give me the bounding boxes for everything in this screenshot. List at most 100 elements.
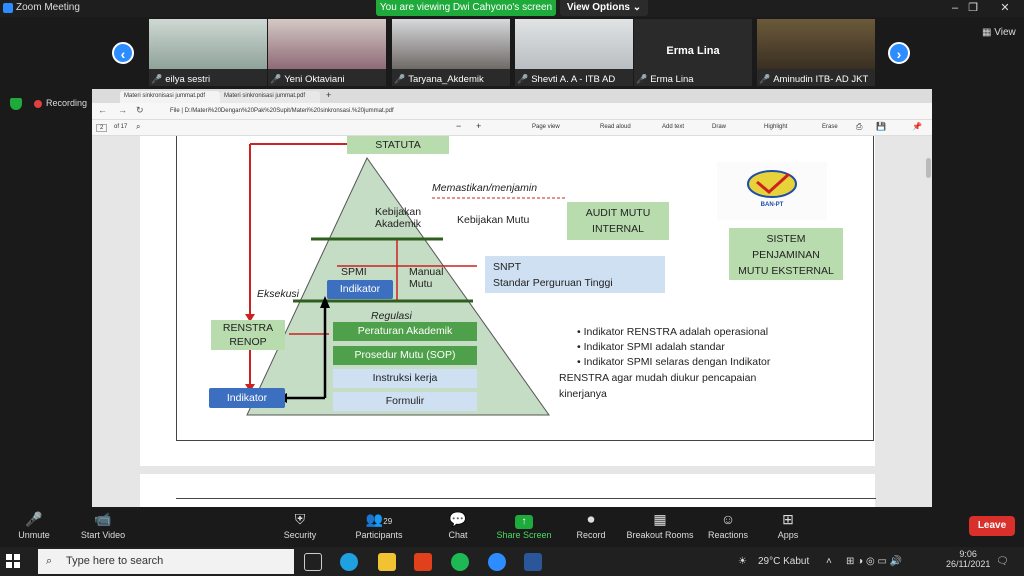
page-number-input[interactable]: 2	[96, 124, 108, 132]
participant-tile[interactable]: 🎤Taryana_Akdemik	[392, 19, 510, 86]
page-view-button[interactable]: Page view	[532, 124, 560, 130]
recording-indicator[interactable]: Recording	[34, 98, 87, 108]
draw-button[interactable]: Draw	[712, 124, 727, 130]
kebijakan-mutu-label: Kebijakan Mutu	[457, 214, 530, 226]
erase-button[interactable]: Erase	[822, 124, 838, 130]
edge-icon[interactable]	[340, 553, 358, 571]
unmute-button[interactable]: 🎤 Unmute	[3, 511, 65, 540]
browser-tab[interactable]: Materi sinkronisasi jummat.pdf	[120, 91, 220, 103]
back-icon[interactable]: ←	[98, 105, 107, 115]
url-field[interactable]: File | D:/Materi%20Dengan%20Pak%20Supit/…	[170, 108, 394, 114]
view-button[interactable]: ▦ View	[982, 27, 1016, 38]
zoom-out-icon[interactable]: −	[456, 121, 462, 131]
share-screen-icon: ↑	[493, 511, 555, 529]
tray-icons[interactable]: ⊞ ◑ ◎ ▭ 🔊	[846, 556, 903, 567]
participant-tile[interactable]: 🎤Yeni Oktaviani	[268, 19, 386, 86]
view-options-label: View Options	[566, 2, 630, 13]
file-label: File	[170, 108, 180, 114]
audit-mutu-box: AUDIT MUTU INTERNAL	[567, 202, 669, 240]
pin-icon[interactable]: 📌	[912, 122, 922, 131]
sistem-penjaminan-box: SISTEM PENJAMINAN MUTU EKSTERNAL	[729, 228, 843, 280]
peraturan-akademik-box: Peraturan Akademik	[333, 322, 477, 341]
new-tab-icon[interactable]: +	[326, 90, 332, 100]
browser-tab[interactable]: Materi sinkronisasi jummat.pdf	[220, 91, 320, 103]
renstra-renop-box: RENSTRA RENOP	[211, 320, 285, 350]
close-icon[interactable]: ✕	[1000, 2, 1010, 14]
snpt-title: SNPT	[493, 261, 522, 273]
participant-tile[interactable]: 🎤Shevti A. A - ITB AD	[515, 19, 633, 86]
pdf-scrollbar[interactable]	[925, 136, 932, 506]
view-options-button[interactable]: View Options ⌄	[560, 0, 648, 16]
search-icon[interactable]: ⌕	[136, 122, 141, 131]
spotify-icon[interactable]	[451, 553, 469, 571]
office-icon[interactable]	[414, 553, 432, 571]
scrollbar-thumb[interactable]	[926, 158, 931, 178]
print-icon[interactable]: ⎙	[856, 122, 863, 131]
record-dot-icon	[34, 99, 42, 108]
weather-text[interactable]: 29°C Kabut	[758, 556, 810, 567]
pdf-page: STATUTA Memastikan/menjamin Kebijakan Ak…	[140, 136, 875, 466]
file-explorer-icon[interactable]	[378, 553, 396, 571]
task-view-icon[interactable]	[304, 553, 322, 571]
restore-icon[interactable]: ❐	[968, 2, 978, 14]
windows-start-icon[interactable]	[6, 554, 20, 568]
minimize-icon[interactable]: –	[951, 2, 959, 14]
chat-button[interactable]: 💬Chat	[427, 511, 489, 540]
participant-video	[392, 19, 510, 69]
participant-name: Taryana_Akdemik	[408, 74, 484, 85]
participant-tile[interactable]: 🎤eilya sestri	[149, 19, 267, 86]
taskbar-time: 9:06	[959, 549, 977, 559]
muted-mic-icon: 🎤	[25, 511, 43, 527]
record-button[interactable]: ⏺Record	[560, 511, 622, 540]
add-text-button[interactable]: Add text	[662, 124, 685, 130]
zoom-in-icon[interactable]: +	[476, 121, 482, 131]
bullet-item: • Indikator SPMI adalah standar	[577, 341, 725, 353]
memastikan-label: Memastikan/menjamin	[432, 182, 538, 194]
pdf-toolbar: 2 of 17 ⌕ − + Page view Read aloud Add t…	[92, 120, 932, 136]
spmi-label: SPMI	[341, 266, 367, 278]
forward-icon[interactable]: →	[118, 105, 127, 115]
read-aloud-button[interactable]: Read aloud	[600, 124, 631, 130]
unmute-label: Unmute	[18, 530, 50, 540]
refresh-icon[interactable]: ↻	[136, 105, 144, 115]
page-count: of 17	[114, 124, 128, 130]
zoom-taskbar-icon[interactable]	[488, 553, 506, 571]
start-video-button[interactable]: 📹Start Video	[72, 511, 134, 540]
participant-name: Yeni Oktaviani	[284, 74, 345, 85]
gallery-next-button[interactable]: ›	[888, 42, 910, 64]
reactions-button[interactable]: ☺Reactions	[697, 511, 759, 540]
banpt-logo: BAN-PT	[717, 162, 827, 220]
bullet-continuation: RENSTRA agar mudah diukur pencapaian	[559, 372, 757, 384]
participant-tile[interactable]: 🎤Aminudin ITB- AD JKT	[757, 19, 875, 86]
participant-video	[149, 19, 267, 69]
save-icon[interactable]: 💾	[876, 122, 886, 131]
highlight-button[interactable]: Highlight	[764, 124, 788, 130]
regulasi-label: Regulasi	[371, 310, 412, 322]
windows-taskbar: ⌕Type here to search ☀ 29°C Kabut ˄ ⊞ ◑ …	[0, 547, 1024, 576]
apps-icon: ⊞	[782, 511, 794, 527]
eksekusi-label: Eksekusi	[257, 288, 300, 300]
leave-button[interactable]: Leave	[969, 516, 1015, 536]
gallery-prev-button[interactable]: ‹	[112, 42, 134, 64]
participant-video	[268, 19, 386, 69]
participant-tile[interactable]: Erma Lina 🎤Erma Lina	[634, 19, 752, 86]
url-text: D:/Materi%20Dengan%20Pak%20Supit/Materi%…	[184, 108, 394, 114]
taskbar-search-input[interactable]: ⌕Type here to search	[38, 549, 294, 574]
apps-button[interactable]: ⊞Apps	[757, 511, 819, 540]
video-off-icon: 📹	[94, 511, 112, 527]
shield-icon: ⛨	[294, 511, 306, 527]
notification-icon[interactable]: 🗨	[996, 556, 1009, 567]
security-button[interactable]: ⛨Security	[269, 511, 331, 540]
viewing-banner: You are viewing Dwi Cahyono's screen	[376, 0, 556, 16]
chevron-up-icon[interactable]: ˄	[826, 556, 832, 567]
breakout-rooms-button[interactable]: ▦Breakout Rooms	[626, 511, 694, 540]
participant-name: Erma Lina	[650, 74, 694, 85]
participants-label: Participants	[355, 530, 403, 540]
word-icon[interactable]	[524, 553, 542, 571]
share-screen-button[interactable]: ↑Share Screen	[493, 511, 555, 540]
banpt-label: BAN-PT	[760, 202, 784, 208]
